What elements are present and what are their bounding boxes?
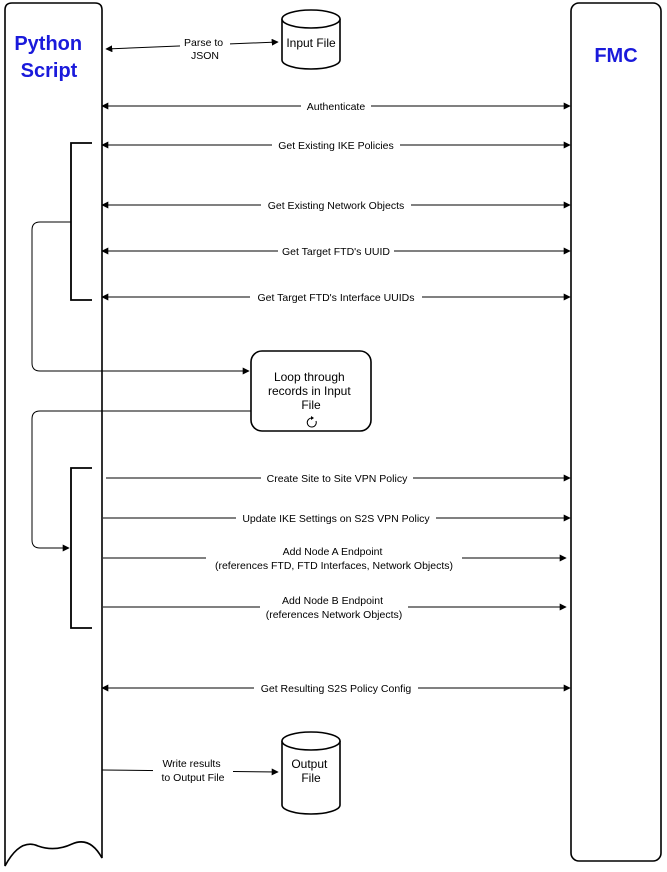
message-get-ftd-uuid: Get Target FTD's UUID	[282, 246, 390, 258]
message-authenticate: Authenticate	[307, 101, 366, 113]
loop-exit-connector	[31, 410, 251, 552]
output-file-cylinder: Output File	[281, 731, 341, 815]
message-node-b: Add Node B Endpoint (references Network …	[266, 595, 403, 621]
actor-left-line: Python	[14, 33, 82, 55]
message-node-a: Add Node A Endpoint (references FTD, FTD…	[215, 546, 453, 572]
loop-box-label: Loop through records in Input File	[268, 370, 354, 412]
bracket-lower	[70, 467, 92, 629]
message-create-s2s: Create Site to Site VPN Policy	[267, 473, 408, 485]
message-parse: Parse to JSON	[184, 37, 226, 62]
actor-left-line: Script	[21, 60, 78, 82]
input-file-label: Input File	[286, 36, 336, 50]
output-file-label: Output File	[291, 757, 330, 785]
python-script-title: Python Script	[14, 33, 87, 82]
message-update-ike: Update IKE Settings on S2S VPN Policy	[242, 513, 430, 525]
fmc-lifeline	[570, 2, 662, 862]
python-script-lifeline	[4, 2, 103, 867]
message-get-result: Get Resulting S2S Policy Config	[261, 683, 412, 695]
message-get-netobj: Get Existing Network Objects	[268, 200, 405, 212]
input-file-cylinder: Input File	[281, 9, 341, 70]
message-get-intf-uuid: Get Target FTD's Interface UUIDs	[257, 292, 414, 304]
actor-right-line: FMC	[594, 45, 637, 67]
loop-box: Loop through records in Input File	[250, 350, 372, 432]
message-get-ike: Get Existing IKE Policies	[278, 140, 394, 152]
loop-icon	[306, 417, 317, 428]
message-write: Write results to Output File	[161, 758, 224, 784]
fmc-title: FMC	[594, 45, 637, 67]
loop-entry-connector	[31, 221, 250, 375]
